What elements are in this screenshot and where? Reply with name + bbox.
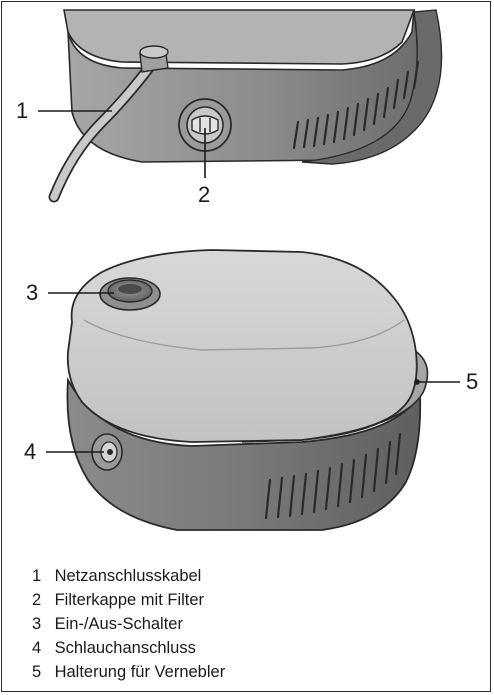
legend-item: 5 Halterung für Vernebler — [32, 663, 226, 681]
legend-item: 3 Ein-/Aus-Schalter — [32, 615, 183, 633]
legend-label: Filterkappe mit Filter — [54, 591, 205, 609]
legend-label: Netzanschlusskabel — [54, 567, 202, 585]
vent-slots-back — [292, 60, 420, 150]
device-back-view: 1 2 — [16, 9, 443, 207]
device-front-view: 3 4 5 — [24, 249, 478, 531]
power-cable-illustration — [48, 45, 169, 203]
vent-slots-front — [264, 432, 402, 520]
legend-label: Ein-/Aus-Schalter — [54, 615, 183, 633]
legend-item: 1 Netzanschlusskabel — [32, 567, 202, 585]
device-illustration: 1 2 — [16, 9, 478, 531]
parts-legend: 1 Netzanschlusskabel 2 Filterkappe mit F… — [32, 564, 225, 684]
callout-4: 4 — [24, 439, 36, 464]
legend-label: Halterung für Vernebler — [54, 663, 226, 681]
callout-5: 5 — [466, 369, 478, 394]
power-switch-illustration — [99, 277, 161, 311]
callout-2: 2 — [198, 182, 210, 207]
legend-label: Schlauchanschluss — [54, 639, 196, 657]
callout-1: 1 — [16, 98, 28, 123]
filter-cap-illustration — [178, 98, 232, 152]
legend-item: 2 Filterkappe mit Filter — [32, 591, 205, 609]
callout-3: 3 — [26, 280, 38, 305]
legend-item: 4 Schlauchanschluss — [32, 639, 196, 657]
